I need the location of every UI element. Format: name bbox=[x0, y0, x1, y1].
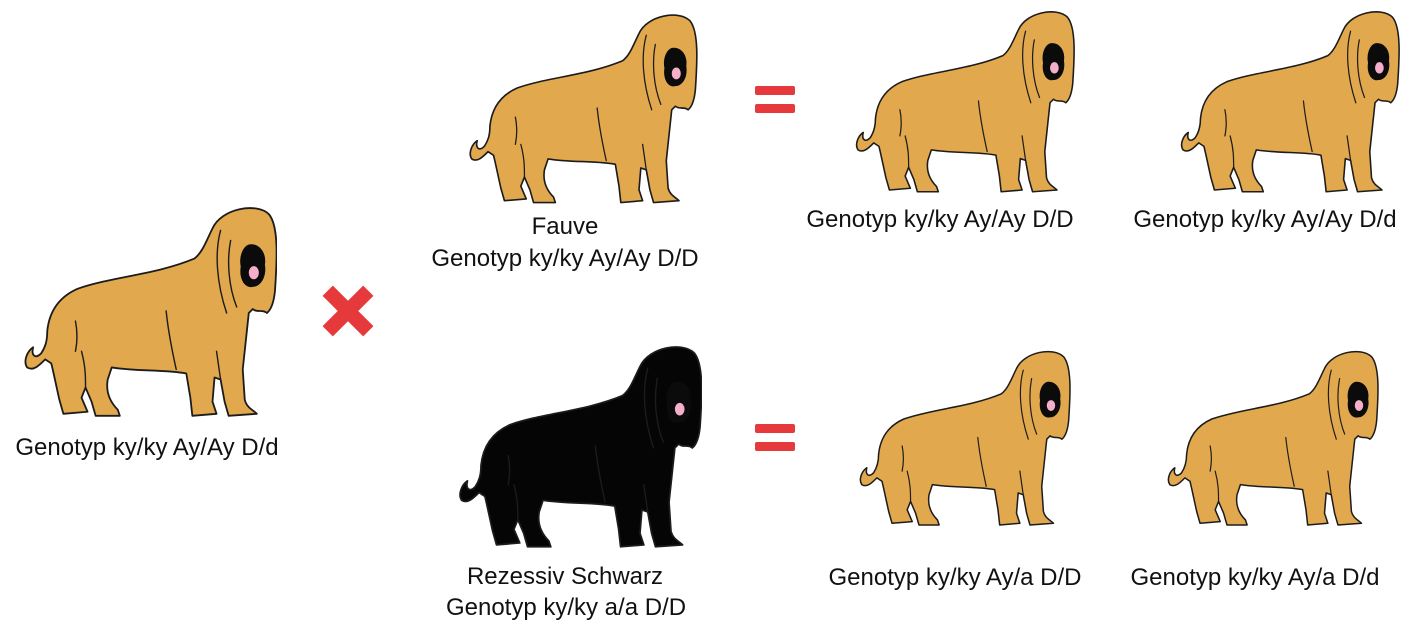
top-offspring-1-genotype: Genotyp ky/ky Ay/Ay D/D bbox=[790, 206, 1090, 234]
parent-left-genotype: Genotyp ky/ky Ay/Ay D/d bbox=[0, 434, 297, 462]
equals-icon bbox=[755, 424, 795, 451]
cross-icon bbox=[318, 282, 378, 340]
bottom-offspring-1-dog bbox=[845, 345, 1077, 530]
bottom-parent-title: Rezessiv Schwarz bbox=[415, 563, 715, 591]
top-parent-title: Fauve bbox=[415, 213, 715, 241]
parent-left-dog bbox=[15, 200, 277, 422]
bottom-parent-dog bbox=[450, 330, 702, 562]
bottom-parent-genotype: Genotyp ky/ky a/a D/D bbox=[416, 594, 716, 622]
equals-icon bbox=[755, 86, 795, 113]
bottom-offspring-1-genotype: Genotyp ky/ky Ay/a D/D bbox=[805, 564, 1105, 592]
top-offspring-2-dog bbox=[1170, 5, 1402, 197]
top-offspring-1-dog bbox=[845, 5, 1077, 197]
bottom-offspring-2-dog bbox=[1150, 345, 1388, 530]
bottom-offspring-2-genotype: Genotyp ky/ky Ay/a D/d bbox=[1105, 564, 1405, 592]
top-offspring-2-genotype: Genotyp ky/ky Ay/Ay D/d bbox=[1115, 206, 1415, 234]
top-parent-dog bbox=[455, 8, 703, 208]
top-parent-genotype: Genotyp ky/ky Ay/Ay D/D bbox=[415, 245, 715, 273]
